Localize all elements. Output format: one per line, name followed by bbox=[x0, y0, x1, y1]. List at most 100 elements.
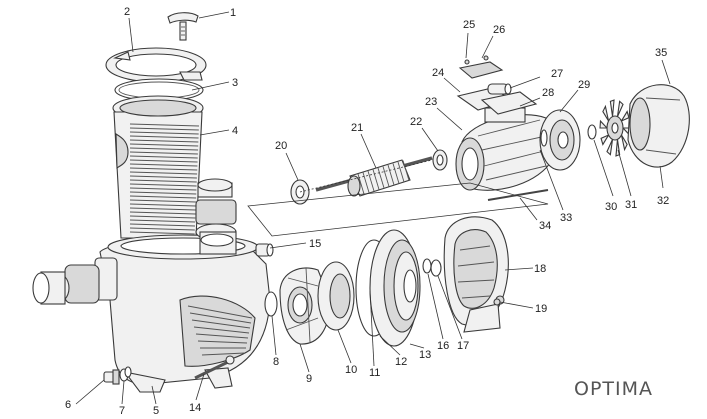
basket-rib bbox=[129, 123, 200, 127]
body-rib bbox=[195, 333, 249, 339]
callout-32: 32 bbox=[657, 195, 669, 207]
basket-rib bbox=[129, 211, 196, 215]
basket-rib bbox=[129, 195, 197, 199]
basket-rib bbox=[129, 231, 195, 235]
body-rib bbox=[189, 312, 252, 324]
basket-rib bbox=[129, 207, 196, 211]
fan-blade bbox=[602, 104, 610, 122]
callout-19: 19 bbox=[535, 303, 547, 315]
basket-rib bbox=[129, 171, 198, 175]
fan-blade bbox=[620, 134, 628, 152]
callout-20: 20 bbox=[275, 140, 287, 152]
basket-rib bbox=[129, 179, 197, 183]
body-o-ring bbox=[264, 291, 278, 317]
leader-lines bbox=[75, 11, 671, 405]
mount-screw bbox=[493, 298, 501, 306]
drain-plug bbox=[103, 366, 132, 385]
callout-28: 28 bbox=[542, 87, 554, 99]
terminal-cover bbox=[458, 61, 504, 79]
fan-washer bbox=[587, 124, 597, 140]
lock-ring bbox=[105, 47, 207, 83]
basket-rib bbox=[129, 135, 199, 139]
callout-22: 22 bbox=[410, 116, 422, 128]
body-rib bbox=[201, 352, 246, 356]
callout-11: 11 bbox=[369, 367, 380, 379]
callout-2: 2 bbox=[124, 6, 130, 18]
rear-end-shield bbox=[539, 109, 581, 171]
shaft-seal bbox=[430, 259, 442, 277]
rotor-bar bbox=[377, 167, 385, 189]
body-rib bbox=[197, 340, 248, 344]
impeller bbox=[317, 261, 355, 331]
basket-rib bbox=[129, 187, 197, 191]
body-rib bbox=[193, 326, 250, 334]
callout-15: 15 bbox=[309, 238, 321, 250]
rotor-bar bbox=[362, 172, 370, 193]
callout-16: 16 bbox=[437, 340, 449, 352]
basket-rib bbox=[129, 143, 199, 147]
basket-rib bbox=[129, 199, 196, 203]
body-rib bbox=[187, 305, 253, 319]
stator-housing bbox=[455, 107, 553, 191]
fan-blade bbox=[609, 99, 615, 117]
callout-30: 30 bbox=[605, 201, 617, 213]
sleeve bbox=[255, 243, 274, 257]
callout-29: 29 bbox=[578, 79, 590, 91]
callout-34: 34 bbox=[539, 220, 551, 232]
basket-rib bbox=[129, 215, 196, 219]
callout-3: 3 bbox=[232, 77, 238, 89]
basket-rib bbox=[129, 155, 198, 159]
basket-rib bbox=[129, 203, 196, 207]
callout-10: 10 bbox=[345, 364, 357, 376]
shaft-alignment-frame bbox=[247, 182, 549, 237]
basket-rib bbox=[129, 163, 198, 167]
callout-14: 14 bbox=[189, 402, 201, 414]
fan-blade bbox=[599, 119, 609, 129]
rotor-bar bbox=[402, 160, 410, 181]
callout-35: 35 bbox=[655, 47, 667, 59]
rotor-bar bbox=[392, 163, 400, 184]
basket-rib bbox=[129, 227, 195, 231]
end-gasket bbox=[540, 129, 548, 147]
basket-rib bbox=[129, 159, 198, 163]
callout-17: 17 bbox=[457, 340, 469, 352]
basket-rib bbox=[129, 139, 199, 143]
seal-plate bbox=[369, 229, 421, 347]
basket-rib bbox=[129, 147, 199, 151]
basket-rib bbox=[129, 223, 196, 227]
cooling-fan bbox=[599, 99, 631, 157]
callout-31: 31 bbox=[625, 199, 637, 211]
callout-21: 21 bbox=[351, 122, 363, 134]
motor-adaptor bbox=[443, 216, 509, 333]
callout-24: 24 bbox=[432, 67, 444, 79]
callout-5: 5 bbox=[153, 405, 159, 417]
basket-rib bbox=[129, 219, 196, 223]
terminal-box bbox=[456, 55, 538, 115]
body-rib bbox=[191, 319, 251, 329]
body-bolt bbox=[194, 355, 235, 380]
callout-9: 9 bbox=[306, 373, 312, 385]
basket-rib bbox=[129, 151, 198, 155]
rotor-bar bbox=[367, 170, 375, 192]
callout-1: 1 bbox=[230, 7, 236, 19]
pump-body bbox=[32, 178, 271, 393]
callout-13: 13 bbox=[419, 349, 431, 361]
brand-label: OPTIMA bbox=[574, 378, 654, 400]
basket-rib bbox=[129, 183, 197, 187]
strainer-basket bbox=[112, 95, 204, 239]
fan-blade bbox=[600, 133, 610, 146]
callout-23: 23 bbox=[425, 96, 437, 108]
fan-blade bbox=[606, 139, 614, 156]
callout-26: 26 bbox=[493, 24, 505, 36]
basket-rib bbox=[129, 191, 197, 195]
callout-4: 4 bbox=[232, 125, 238, 137]
rotor-bar bbox=[397, 161, 405, 183]
rotor-bar bbox=[372, 169, 380, 190]
diffuser bbox=[279, 267, 331, 345]
rotor-bar bbox=[387, 164, 395, 186]
callout-25: 25 bbox=[463, 19, 475, 31]
tie-rod bbox=[487, 189, 549, 201]
fan-cover bbox=[627, 84, 690, 168]
